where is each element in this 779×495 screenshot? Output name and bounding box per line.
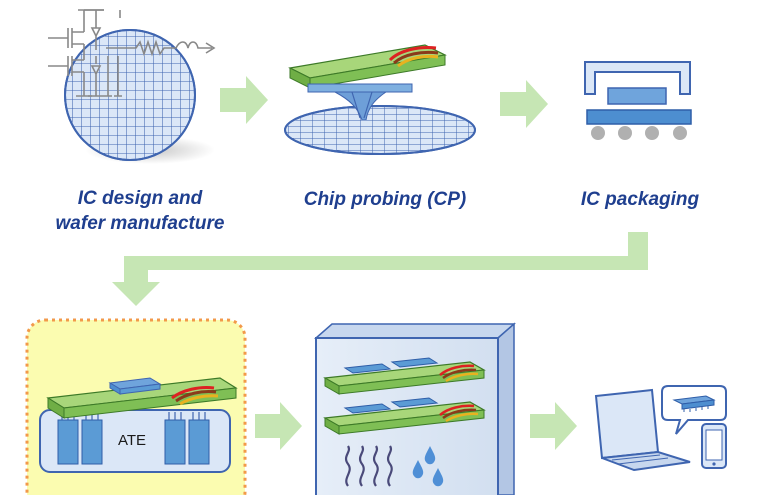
chip-callout-icon <box>661 385 727 435</box>
heat-waves-icon <box>344 445 393 487</box>
step-label-probing: Chip probing (CP) <box>303 189 467 210</box>
flow-arrow-right-2 <box>500 80 548 128</box>
ate-board-icon: ATE <box>39 377 238 473</box>
package-icon <box>584 61 692 140</box>
circuit-schematic-icon <box>48 9 216 97</box>
humidity-drops-icon <box>412 446 444 487</box>
step-label-design: IC design and wafer manufacture <box>40 186 240 236</box>
wafer-icon <box>64 29 215 164</box>
burn-in-chamber-icon <box>314 322 516 495</box>
flow-arrow-right-4 <box>530 402 577 450</box>
laptop-icon <box>594 388 691 472</box>
phone-icon <box>701 423 727 469</box>
flow-arrow-right-1 <box>220 76 268 124</box>
ate-label: ATE <box>118 432 146 449</box>
step-label-design-line1: IC design and <box>77 188 203 209</box>
flow-arrow-right-3 <box>255 402 302 450</box>
step-label-packaging: IC packaging <box>580 189 700 210</box>
step-label-design-line2: wafer manufacture <box>55 213 225 234</box>
probe-card-icon <box>284 44 476 155</box>
flow-arrow-return <box>112 232 648 306</box>
